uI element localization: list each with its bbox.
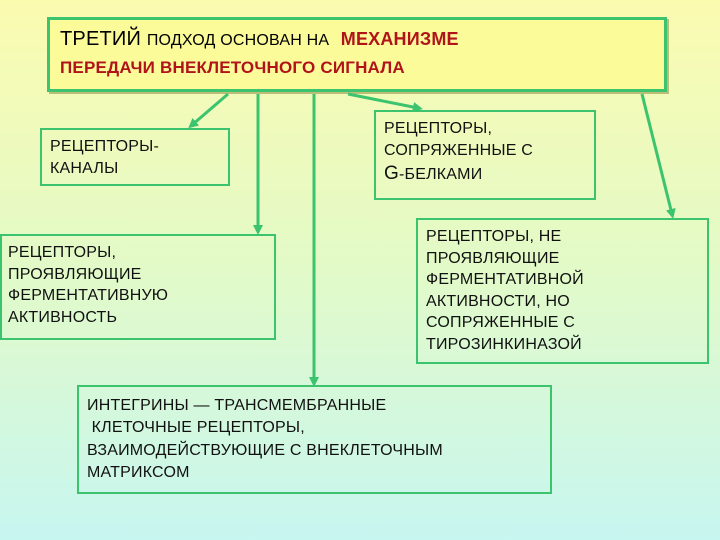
box-text-fragment: -белками <box>398 166 483 184</box>
g-letter: G <box>384 163 399 185</box>
g-protein-receptors-box: Рецепторы, сопряженные с G-белками <box>374 110 596 200</box>
title-accent: механизме <box>340 29 459 49</box>
box-text-line: Рецепторы, не <box>426 228 562 245</box>
box-text-line: активность <box>8 308 118 326</box>
box-text-line: взаимодействующие с внеклеточным <box>87 441 443 459</box>
box-text-line: матриксом <box>87 464 190 482</box>
title-box: Третий подход основан на механизме перед… <box>47 17 667 92</box>
enzymatic-receptors-box: Рецепторы, проявляющие ферментативную ак… <box>0 234 276 340</box>
title-line-1: Третий подход основан на механизме <box>60 26 654 53</box>
box-text-line: сопряженные с <box>426 314 576 332</box>
integrins-box: Интегрины — трансмембранные клеточные ре… <box>77 385 552 494</box>
box-text-line: Интегрины — трансмембранные <box>87 397 387 414</box>
box-text-line: активности, но <box>426 292 570 310</box>
box-text-line: тирозинкиназой <box>426 335 582 353</box>
box-text-line: Рецепторы, <box>384 120 493 137</box>
box-text-line: каналы <box>50 159 119 177</box>
arrow-to-channels <box>188 92 229 129</box>
box-text-line: проявляющие <box>426 249 560 267</box>
box-text-line: проявляющие <box>8 265 142 283</box>
box-text-line: G-белками <box>384 161 586 187</box>
box-text-line: Рецепторы, <box>8 244 117 261</box>
tyrosine-kinase-receptors-box: Рецепторы, не проявляющие ферментативной… <box>416 218 709 364</box>
arrow-to-g-protein <box>347 92 423 112</box>
box-text-line: ферментативной <box>426 271 584 289</box>
box-text-line: ферментативную <box>8 287 169 305</box>
receptor-channels-box: Рецепторы- каналы <box>40 128 230 186</box>
title-line-2: передачи внеклеточного сигнала <box>60 58 405 77</box>
box-text-line: сопряженные с <box>384 141 534 159</box>
arrow-to-tyrosine-kinase <box>640 93 676 219</box>
title-word: Третий <box>60 28 142 50</box>
title-phrase: подход основан на <box>146 32 330 49</box>
box-text-line: Рецепторы- <box>50 138 160 155</box>
box-text-line: клеточные рецепторы, <box>87 419 305 437</box>
